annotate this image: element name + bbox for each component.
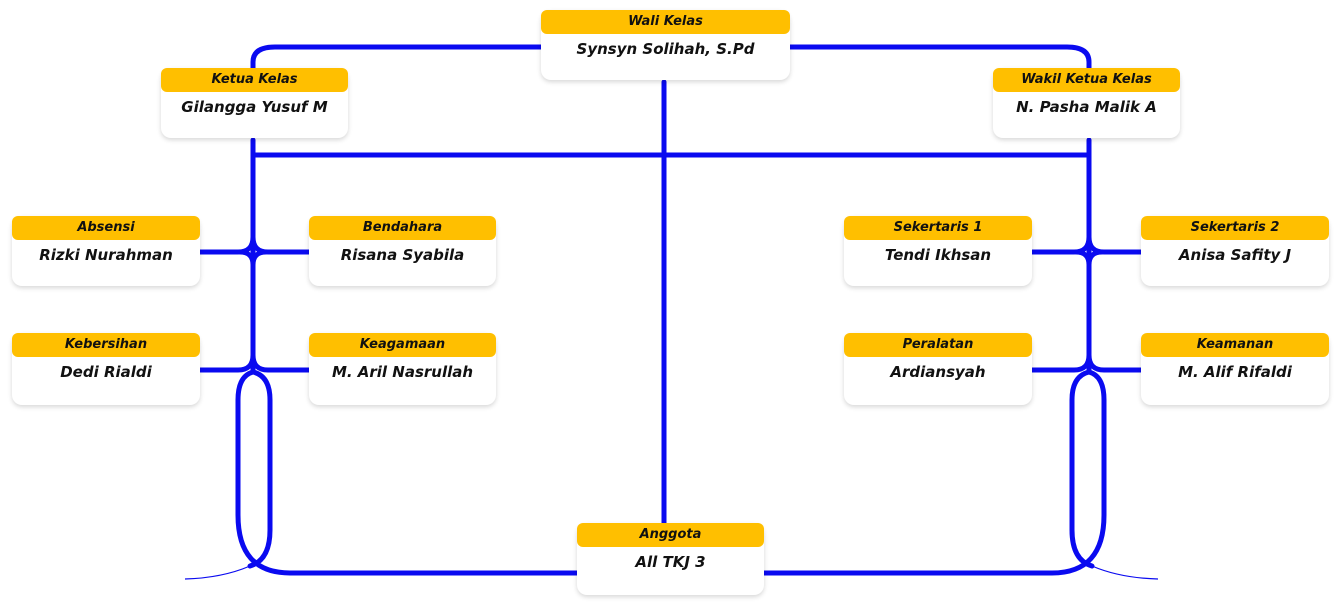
node-sekertaris-1: Sekertaris 1 Tendi Ikhsan <box>844 216 1032 286</box>
node-absensi: Absensi Rizki Nurahman <box>12 216 200 286</box>
connector-left-loop <box>235 369 580 576</box>
node-title: Keamanan <box>1141 333 1329 357</box>
connector-keamanan <box>1086 352 1144 373</box>
node-wakil-ketua-kelas: Wakil Ketua Kelas N. Pasha Malik A <box>993 68 1180 138</box>
connector-peralatan <box>1029 352 1092 373</box>
node-name: M. Aril Nasrullah <box>331 363 474 381</box>
connector-row1-left-join <box>237 249 269 268</box>
node-name: Ardiansyah <box>890 363 986 381</box>
node-name: Synsyn Solihah, S.Pd <box>576 40 755 58</box>
node-name: N. Pasha Malik A <box>1016 98 1157 116</box>
node-title: Kebersihan <box>12 333 200 357</box>
node-peralatan: Peralatan Ardiansyah <box>844 333 1032 405</box>
connector-sekertaris2 <box>1086 234 1144 255</box>
node-title: Bendahara <box>309 216 496 240</box>
node-name: Anisa Safity J <box>1178 246 1292 264</box>
connector-keagamaan <box>250 352 312 373</box>
node-title: Anggota <box>577 523 764 547</box>
node-name: M. Alif Rifaldi <box>1178 363 1292 381</box>
node-title: Ketua Kelas <box>161 68 348 92</box>
connector-sekertaris1 <box>1029 234 1092 255</box>
node-bendahara: Bendahara Risana Syabila <box>309 216 496 286</box>
node-sekertaris-2: Sekertaris 2 Anisa Safity J <box>1141 216 1329 286</box>
connector-right-loop-inner <box>1069 369 1095 569</box>
node-title: Sekertaris 2 <box>1141 216 1329 240</box>
node-title: Wakil Ketua Kelas <box>993 68 1180 92</box>
connector-wali-wakil <box>787 44 1092 75</box>
node-ketua-kelas: Ketua Kelas Gilangga Yusuf M <box>161 68 348 138</box>
connector-wali-ketua <box>250 44 544 75</box>
connector-absensi <box>197 234 256 255</box>
connector-kebersihan <box>197 352 256 373</box>
node-anggota: Anggota All TKJ 3 <box>577 523 764 595</box>
connector-right-loop <box>761 369 1107 576</box>
connector-left-loop-inner <box>247 369 273 569</box>
node-wali-kelas: Wali Kelas Synsyn Solihah, S.Pd <box>541 10 790 80</box>
node-keamanan: Keamanan M. Alif Rifaldi <box>1141 333 1329 405</box>
connector-bendahara <box>250 234 312 255</box>
node-name: Gilangga Yusuf M <box>181 98 328 116</box>
node-title: Keagamaan <box>309 333 496 357</box>
node-title: Absensi <box>12 216 200 240</box>
node-name: Dedi Rialdi <box>60 363 152 381</box>
node-name: Risana Syabila <box>340 246 465 264</box>
node-name: Tendi Ikhsan <box>884 246 992 264</box>
node-name: All TKJ 3 <box>635 553 706 571</box>
node-title: Peralatan <box>844 333 1032 357</box>
node-name: Rizki Nurahman <box>39 246 173 264</box>
node-keagamaan: Keagamaan M. Aril Nasrullah <box>309 333 496 405</box>
node-title: Wali Kelas <box>541 10 790 34</box>
node-kebersihan: Kebersihan Dedi Rialdi <box>12 333 200 405</box>
node-title: Sekertaris 1 <box>844 216 1032 240</box>
connector-left-tail <box>184 565 251 580</box>
connector-row1-right-join <box>1073 249 1105 268</box>
connector-right-tail <box>1091 565 1159 580</box>
